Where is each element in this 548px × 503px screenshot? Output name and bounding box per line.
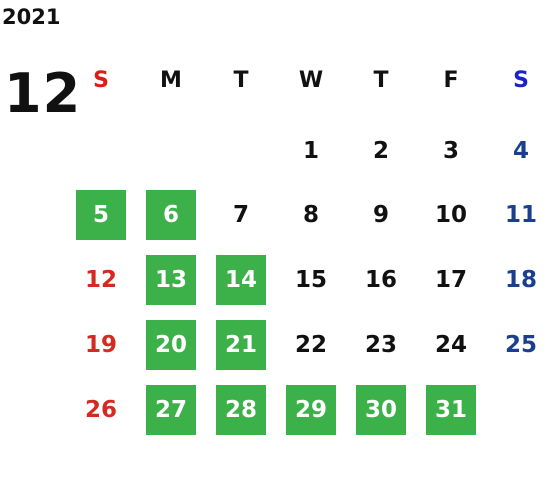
calendar-day-highlighted[interactable]: 6 xyxy=(146,190,196,240)
calendar-day-highlighted[interactable]: 14 xyxy=(216,255,266,305)
calendar-day[interactable]: 8 xyxy=(302,202,319,228)
calendar-day[interactable]: 17 xyxy=(434,267,467,293)
calendar-day[interactable]: 7 xyxy=(232,202,249,228)
calendar-day-highlighted[interactable]: 5 xyxy=(76,190,126,240)
calendar-day-highlighted[interactable]: 30 xyxy=(356,385,406,435)
calendar-day[interactable]: 3 xyxy=(442,138,459,164)
calendar-day[interactable]: 19 xyxy=(84,332,117,358)
calendar-day[interactable]: 10 xyxy=(434,202,467,228)
calendar-day-highlighted[interactable]: 31 xyxy=(426,385,476,435)
calendar-day[interactable]: 18 xyxy=(504,267,537,293)
calendar-month: 12 xyxy=(4,62,82,125)
calendar-day[interactable]: 11 xyxy=(504,202,537,228)
calendar-day[interactable]: 15 xyxy=(294,267,327,293)
calendar-day-highlighted[interactable]: 28 xyxy=(216,385,266,435)
calendar-day[interactable]: 1 xyxy=(302,138,319,164)
calendar-day-highlighted[interactable]: 27 xyxy=(146,385,196,435)
calendar-day[interactable]: 24 xyxy=(434,332,467,358)
calendar-day-highlighted[interactable]: 29 xyxy=(286,385,336,435)
weekday-label: F xyxy=(443,68,459,93)
calendar-day[interactable]: 23 xyxy=(364,332,397,358)
calendar-day[interactable]: 12 xyxy=(84,267,117,293)
weekday-label: M xyxy=(160,68,182,93)
calendar-day-highlighted[interactable]: 21 xyxy=(216,320,266,370)
calendar-day[interactable]: 16 xyxy=(364,267,397,293)
calendar-day[interactable]: 4 xyxy=(512,138,529,164)
weekday-label: S xyxy=(93,68,109,93)
calendar-year: 2021 xyxy=(2,5,61,29)
calendar-day-highlighted[interactable]: 13 xyxy=(146,255,196,305)
calendar-day-highlighted[interactable]: 20 xyxy=(146,320,196,370)
calendar-day[interactable]: 26 xyxy=(84,397,117,423)
weekday-label: S xyxy=(513,68,529,93)
weekday-label: W xyxy=(298,68,324,93)
calendar-day[interactable]: 22 xyxy=(294,332,327,358)
weekday-label: T xyxy=(233,68,249,93)
weekday-label: T xyxy=(373,68,389,93)
calendar-day[interactable]: 9 xyxy=(372,202,389,228)
calendar-day[interactable]: 25 xyxy=(504,332,537,358)
calendar-day[interactable]: 2 xyxy=(372,138,389,164)
